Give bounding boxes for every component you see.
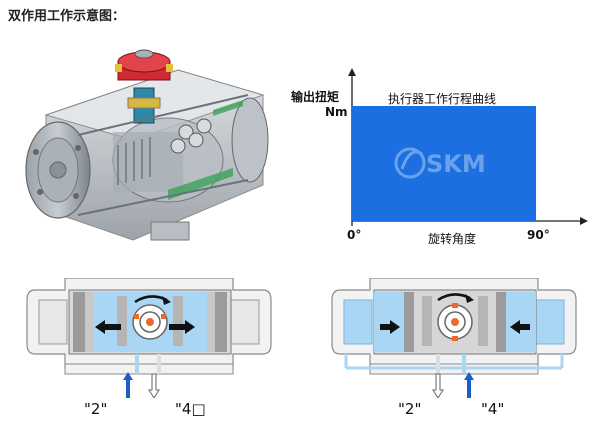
page-title: 双作用工作示意图：: [8, 9, 126, 24]
cross-section-left: [26, 278, 272, 398]
curve-ylabel: 输出扭矩: [291, 90, 340, 104]
right-port-4-label: "4": [481, 400, 505, 418]
left-port-2-label: "2": [84, 400, 108, 418]
torque-area: [352, 106, 536, 221]
y-axis-arrow: [348, 68, 356, 76]
cross-section-right: [331, 278, 577, 398]
curve-title: 执行器工作行程曲线: [388, 92, 497, 106]
curve-x-start: 0°: [347, 228, 362, 242]
watermark-text: SKM: [426, 150, 486, 178]
actuator-3d-illustration: [25, 49, 269, 241]
curve-x-end: 90°: [527, 228, 550, 242]
x-axis-arrow: [580, 217, 588, 225]
right-port-2-label: "2": [398, 400, 422, 418]
port-2-arrow-out: [432, 373, 444, 398]
torque-curve-chart: SKM: [348, 68, 588, 226]
port-4-arrow-out: [148, 373, 160, 398]
left-port-4-label: "4□: [175, 400, 206, 418]
right-arrow: [169, 320, 195, 334]
inward-arrow-right: [510, 320, 530, 334]
curve-xlabel: 旋转角度: [428, 232, 477, 246]
left-arrow: [95, 320, 121, 334]
port-4-arrow-in: [464, 372, 474, 398]
port-2-arrow-in: [123, 372, 133, 398]
skm-watermark: SKM: [394, 147, 486, 179]
inward-arrow-left: [380, 320, 400, 334]
curve-yunit: Nm: [325, 105, 348, 119]
